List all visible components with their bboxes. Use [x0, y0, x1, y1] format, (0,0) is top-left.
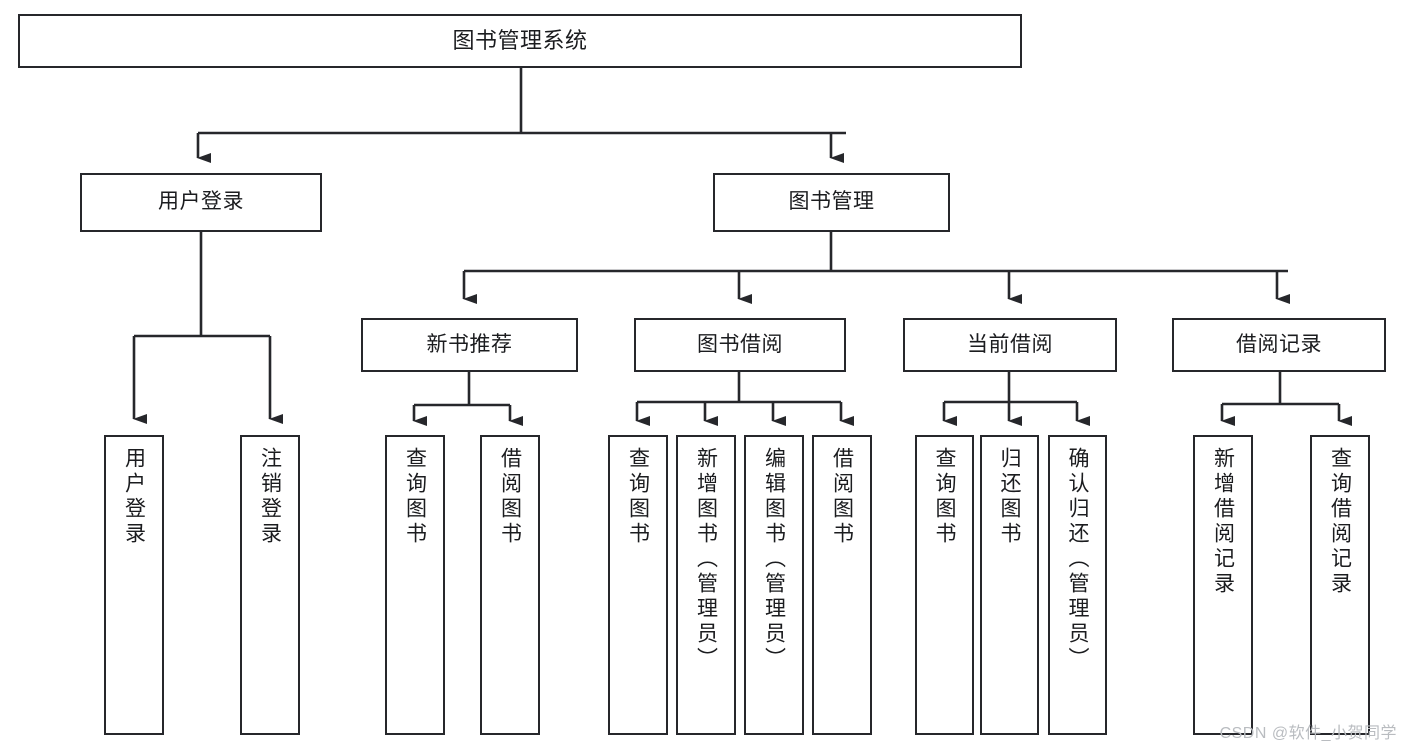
node-user-login[interactable]: 用户登录: [80, 173, 322, 232]
watermark: CSDN @软件_小贺同学: [1219, 725, 1397, 742]
node-label: 图书管理: [788, 190, 875, 214]
leaf-confirm-return-admin[interactable]: 确认归还（管理员）: [1048, 435, 1107, 735]
node-borrow-records[interactable]: 借阅记录: [1172, 318, 1386, 372]
node-label: 图书管理系统: [452, 27, 588, 53]
node-new-book-recommend[interactable]: 新书推荐: [361, 318, 578, 372]
node-label: 借阅记录: [1236, 332, 1322, 356]
node-label: 当前借阅: [967, 332, 1053, 356]
leaf-query-borrow-record[interactable]: 查询借阅记录: [1310, 435, 1370, 735]
leaf-add-book-admin[interactable]: 新增图书（管理员）: [676, 435, 736, 735]
leaf-return-books[interactable]: 归还图书: [980, 435, 1039, 735]
leaf-user-login[interactable]: 用户登录: [104, 435, 164, 735]
leaf-query-books-borrow[interactable]: 查询图书: [608, 435, 668, 735]
node-label: 编辑图书（管理员）: [762, 447, 786, 672]
node-label: 查询图书: [403, 447, 427, 547]
leaf-logout[interactable]: 注销登录: [240, 435, 300, 735]
node-label: 用户登录: [122, 447, 146, 547]
node-label: 确认归还（管理员）: [1066, 447, 1089, 672]
leaf-borrow-books-recommend[interactable]: 借阅图书: [480, 435, 540, 735]
node-current-borrow[interactable]: 当前借阅: [903, 318, 1117, 372]
node-label: 用户登录: [158, 190, 244, 214]
node-label: 新书推荐: [426, 332, 513, 356]
node-label: 新增借阅记录: [1211, 447, 1235, 597]
node-label: 新增图书（管理员）: [694, 447, 718, 672]
node-label: 查询图书: [933, 447, 956, 547]
node-label: 查询图书: [626, 447, 650, 547]
leaf-add-borrow-record[interactable]: 新增借阅记录: [1193, 435, 1253, 735]
node-book-management[interactable]: 图书管理: [713, 173, 950, 232]
node-label: 图书借阅: [697, 332, 783, 356]
leaf-query-books-recommend[interactable]: 查询图书: [385, 435, 445, 735]
node-book-borrow[interactable]: 图书借阅: [634, 318, 846, 372]
node-root-book-management-system[interactable]: 图书管理系统: [18, 14, 1022, 68]
leaf-borrow-books[interactable]: 借阅图书: [812, 435, 872, 735]
node-label: 借阅图书: [498, 447, 522, 547]
node-label: 归还图书: [998, 447, 1021, 547]
node-label: 查询借阅记录: [1328, 447, 1352, 597]
node-label: 注销登录: [258, 447, 282, 547]
leaf-edit-book-admin[interactable]: 编辑图书（管理员）: [744, 435, 804, 735]
leaf-query-books-current[interactable]: 查询图书: [915, 435, 974, 735]
node-label: 借阅图书: [830, 447, 854, 547]
